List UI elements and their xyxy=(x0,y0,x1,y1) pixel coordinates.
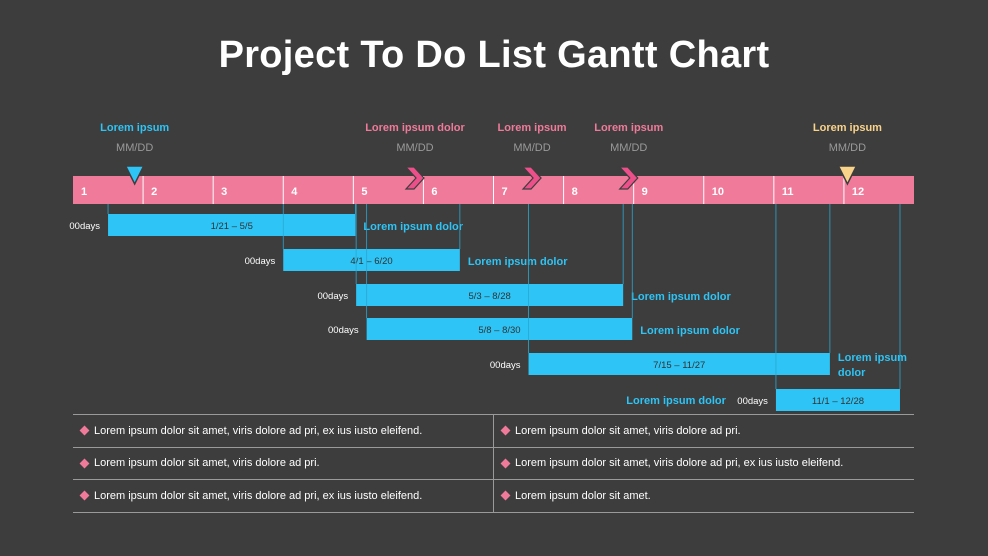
task-name-label: dolor xyxy=(838,367,866,379)
task-name-label: Lorem ipsum dolor xyxy=(626,395,726,407)
diamond-bullet-icon xyxy=(500,458,511,469)
triangle-down-icon xyxy=(837,165,858,186)
task-range-label: 5/3 – 8/28 xyxy=(469,291,511,302)
milestone-label: Lorem ipsum xyxy=(100,122,169,134)
task-range-label: 11/1 – 12/28 xyxy=(812,396,864,407)
task-duration-label: 00days xyxy=(69,221,100,232)
milestone-date-label: MM/DD xyxy=(829,142,866,154)
task-duration-label: 00days xyxy=(317,291,348,302)
month-label: 8 xyxy=(572,186,578,198)
task-duration-label: 00days xyxy=(490,360,521,371)
month-label: 10 xyxy=(712,186,724,198)
task-range-label: 7/15 – 11/27 xyxy=(653,360,705,371)
task-duration-label: 00days xyxy=(737,396,768,407)
task-duration-label: 00days xyxy=(245,256,276,267)
month-label: 1 xyxy=(81,186,87,198)
note-text: Lorem ipsum dolor sit amet. xyxy=(515,489,651,502)
note-text: Lorem ipsum dolor sit amet, viris dolore… xyxy=(515,457,844,470)
note-text: Lorem ipsum dolor sit amet, viris dolore… xyxy=(94,457,320,470)
notes-row: Lorem ipsum dolor sit amet, viris dolore… xyxy=(73,480,914,513)
milestone-label: Lorem ipsum dolor xyxy=(365,122,465,134)
task-name-label: Lorem ipsum xyxy=(838,352,907,364)
task-name-label: Lorem ipsum dolor xyxy=(468,256,568,268)
month-label: 9 xyxy=(642,186,648,198)
diamond-bullet-icon xyxy=(500,425,511,436)
milestone-label: Lorem ipsum xyxy=(813,122,882,134)
note-cell: Lorem ipsum dolor sit amet, viris dolore… xyxy=(73,415,493,447)
diamond-bullet-icon xyxy=(500,490,511,501)
task-bar xyxy=(366,318,633,340)
notes-row: Lorem ipsum dolor sit amet, viris dolore… xyxy=(73,415,914,448)
note-cell: Lorem ipsum dolor sit amet, viris dolore… xyxy=(493,415,914,447)
note-cell: Lorem ipsum dolor sit amet, viris dolore… xyxy=(73,480,493,512)
month-label: 5 xyxy=(361,186,367,198)
task-range-label: 4/1 – 6/20 xyxy=(350,256,392,267)
milestone-date-label: MM/DD xyxy=(116,142,153,154)
chevron-right-icon xyxy=(521,166,542,190)
diamond-bullet-icon xyxy=(79,458,90,469)
notes-table: Lorem ipsum dolor sit amet, viris dolore… xyxy=(73,414,914,513)
chevron-right-icon xyxy=(404,166,425,190)
month-label: 11 xyxy=(782,186,794,198)
month-label: 6 xyxy=(431,186,437,198)
triangle-down-icon xyxy=(124,165,145,186)
task-range-label: 5/8 – 8/30 xyxy=(478,325,520,336)
month-label: 4 xyxy=(291,186,298,198)
note-text: Lorem ipsum dolor sit amet, viris dolore… xyxy=(94,424,423,437)
page-title: Project To Do List Gantt Chart xyxy=(218,34,770,76)
diamond-bullet-icon xyxy=(79,490,90,501)
milestone-date-label: MM/DD xyxy=(396,142,433,154)
task-bar xyxy=(356,284,624,306)
diamond-bullet-icon xyxy=(79,425,90,436)
note-text: Lorem ipsum dolor sit amet, viris dolore… xyxy=(94,489,423,502)
task-duration-label: 00days xyxy=(328,325,359,336)
notes-row: Lorem ipsum dolor sit amet, viris dolore… xyxy=(73,447,914,480)
task-name-label: Lorem ipsum dolor xyxy=(631,291,731,303)
note-cell: Lorem ipsum dolor sit amet. xyxy=(493,480,914,512)
note-cell: Lorem ipsum dolor sit amet, viris dolore… xyxy=(73,448,493,480)
task-bar xyxy=(108,214,356,236)
month-label: 2 xyxy=(151,186,157,198)
task-name-label: Lorem ipsum dolor xyxy=(640,325,740,337)
task-bar xyxy=(283,249,460,271)
task-name-label: Lorem ipsum dolor xyxy=(363,221,463,233)
task-bar xyxy=(528,353,830,375)
milestone-date-label: MM/DD xyxy=(513,142,550,154)
milestone-label: Lorem ipsum xyxy=(594,122,663,134)
month-label: 3 xyxy=(221,186,227,198)
chevron-right-icon xyxy=(618,166,639,190)
month-label: 12 xyxy=(852,186,864,198)
task-range-label: 1/21 – 5/5 xyxy=(211,221,253,232)
milestone-date-label: MM/DD xyxy=(610,142,647,154)
task-bar xyxy=(775,389,900,411)
note-text: Lorem ipsum dolor sit amet, viris dolore… xyxy=(515,424,741,437)
month-label: 7 xyxy=(502,186,508,198)
milestone-label: Lorem ipsum xyxy=(498,122,567,134)
note-cell: Lorem ipsum dolor sit amet, viris dolore… xyxy=(493,447,914,479)
